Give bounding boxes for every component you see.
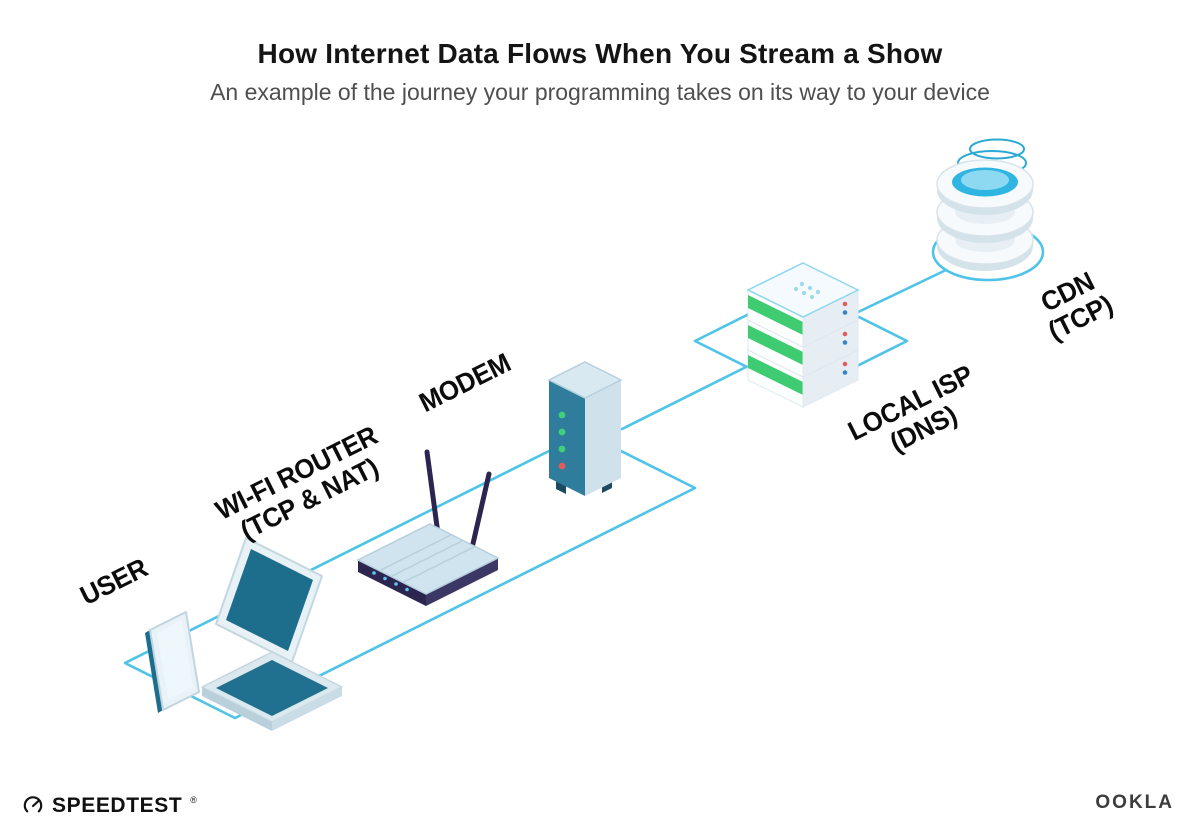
modem-icon [547, 361, 623, 496]
server-dot-blue [842, 340, 848, 345]
server-unit [746, 262, 860, 348]
page-subtitle: An example of the journey your programmi… [210, 79, 990, 105]
flow-link-isp-cdn [852, 268, 948, 316]
server-led-stripe [748, 355, 803, 395]
flow-link-modem-isp [620, 364, 750, 431]
router-led [372, 571, 376, 575]
server-dot-blue [842, 370, 848, 375]
modem-led-red [558, 462, 566, 470]
server-led-stripe [748, 295, 803, 335]
router-led [383, 576, 387, 581]
router-led [394, 582, 398, 586]
wifi-router-icon [356, 449, 500, 606]
page-title: How Internet Data Flows When You Stream … [257, 38, 943, 69]
server-dot-red [842, 361, 848, 367]
server-led-stripe [748, 325, 803, 365]
cdn-ring-icon [969, 138, 1025, 160]
speedtest-gauge-icon [23, 796, 43, 813]
laptop-icon [201, 537, 343, 731]
modem-led-green [558, 445, 566, 453]
cdn-database-icon [936, 138, 1034, 271]
server-panel-dots [793, 281, 821, 300]
smartphone-screen [157, 620, 193, 700]
smartphone-icon [145, 611, 200, 713]
modem-led-green [558, 411, 566, 419]
server-dot-red [842, 331, 848, 337]
laptop-keyboard [216, 660, 328, 716]
flow-loop-user [123, 431, 697, 720]
server-dot-blue [842, 310, 848, 315]
router-antenna [424, 449, 441, 537]
ookla-logo: OOKLA [1095, 792, 1174, 813]
speedtest-trademark: ® [190, 795, 197, 805]
laptop-screen [226, 549, 313, 651]
speedtest-logo: SPEEDTEST ® [22, 794, 197, 818]
server-stack-icon [746, 262, 860, 408]
speedtest-wordmark: SPEEDTEST [52, 794, 183, 817]
modem-led-green [558, 428, 566, 436]
cdn-top-inner [961, 170, 1009, 190]
router-led [405, 587, 409, 592]
modem-foot [556, 481, 566, 494]
router-antenna [469, 471, 492, 551]
server-dot-red [842, 301, 848, 307]
header: How Internet Data Flows When You Stream … [0, 38, 1200, 106]
